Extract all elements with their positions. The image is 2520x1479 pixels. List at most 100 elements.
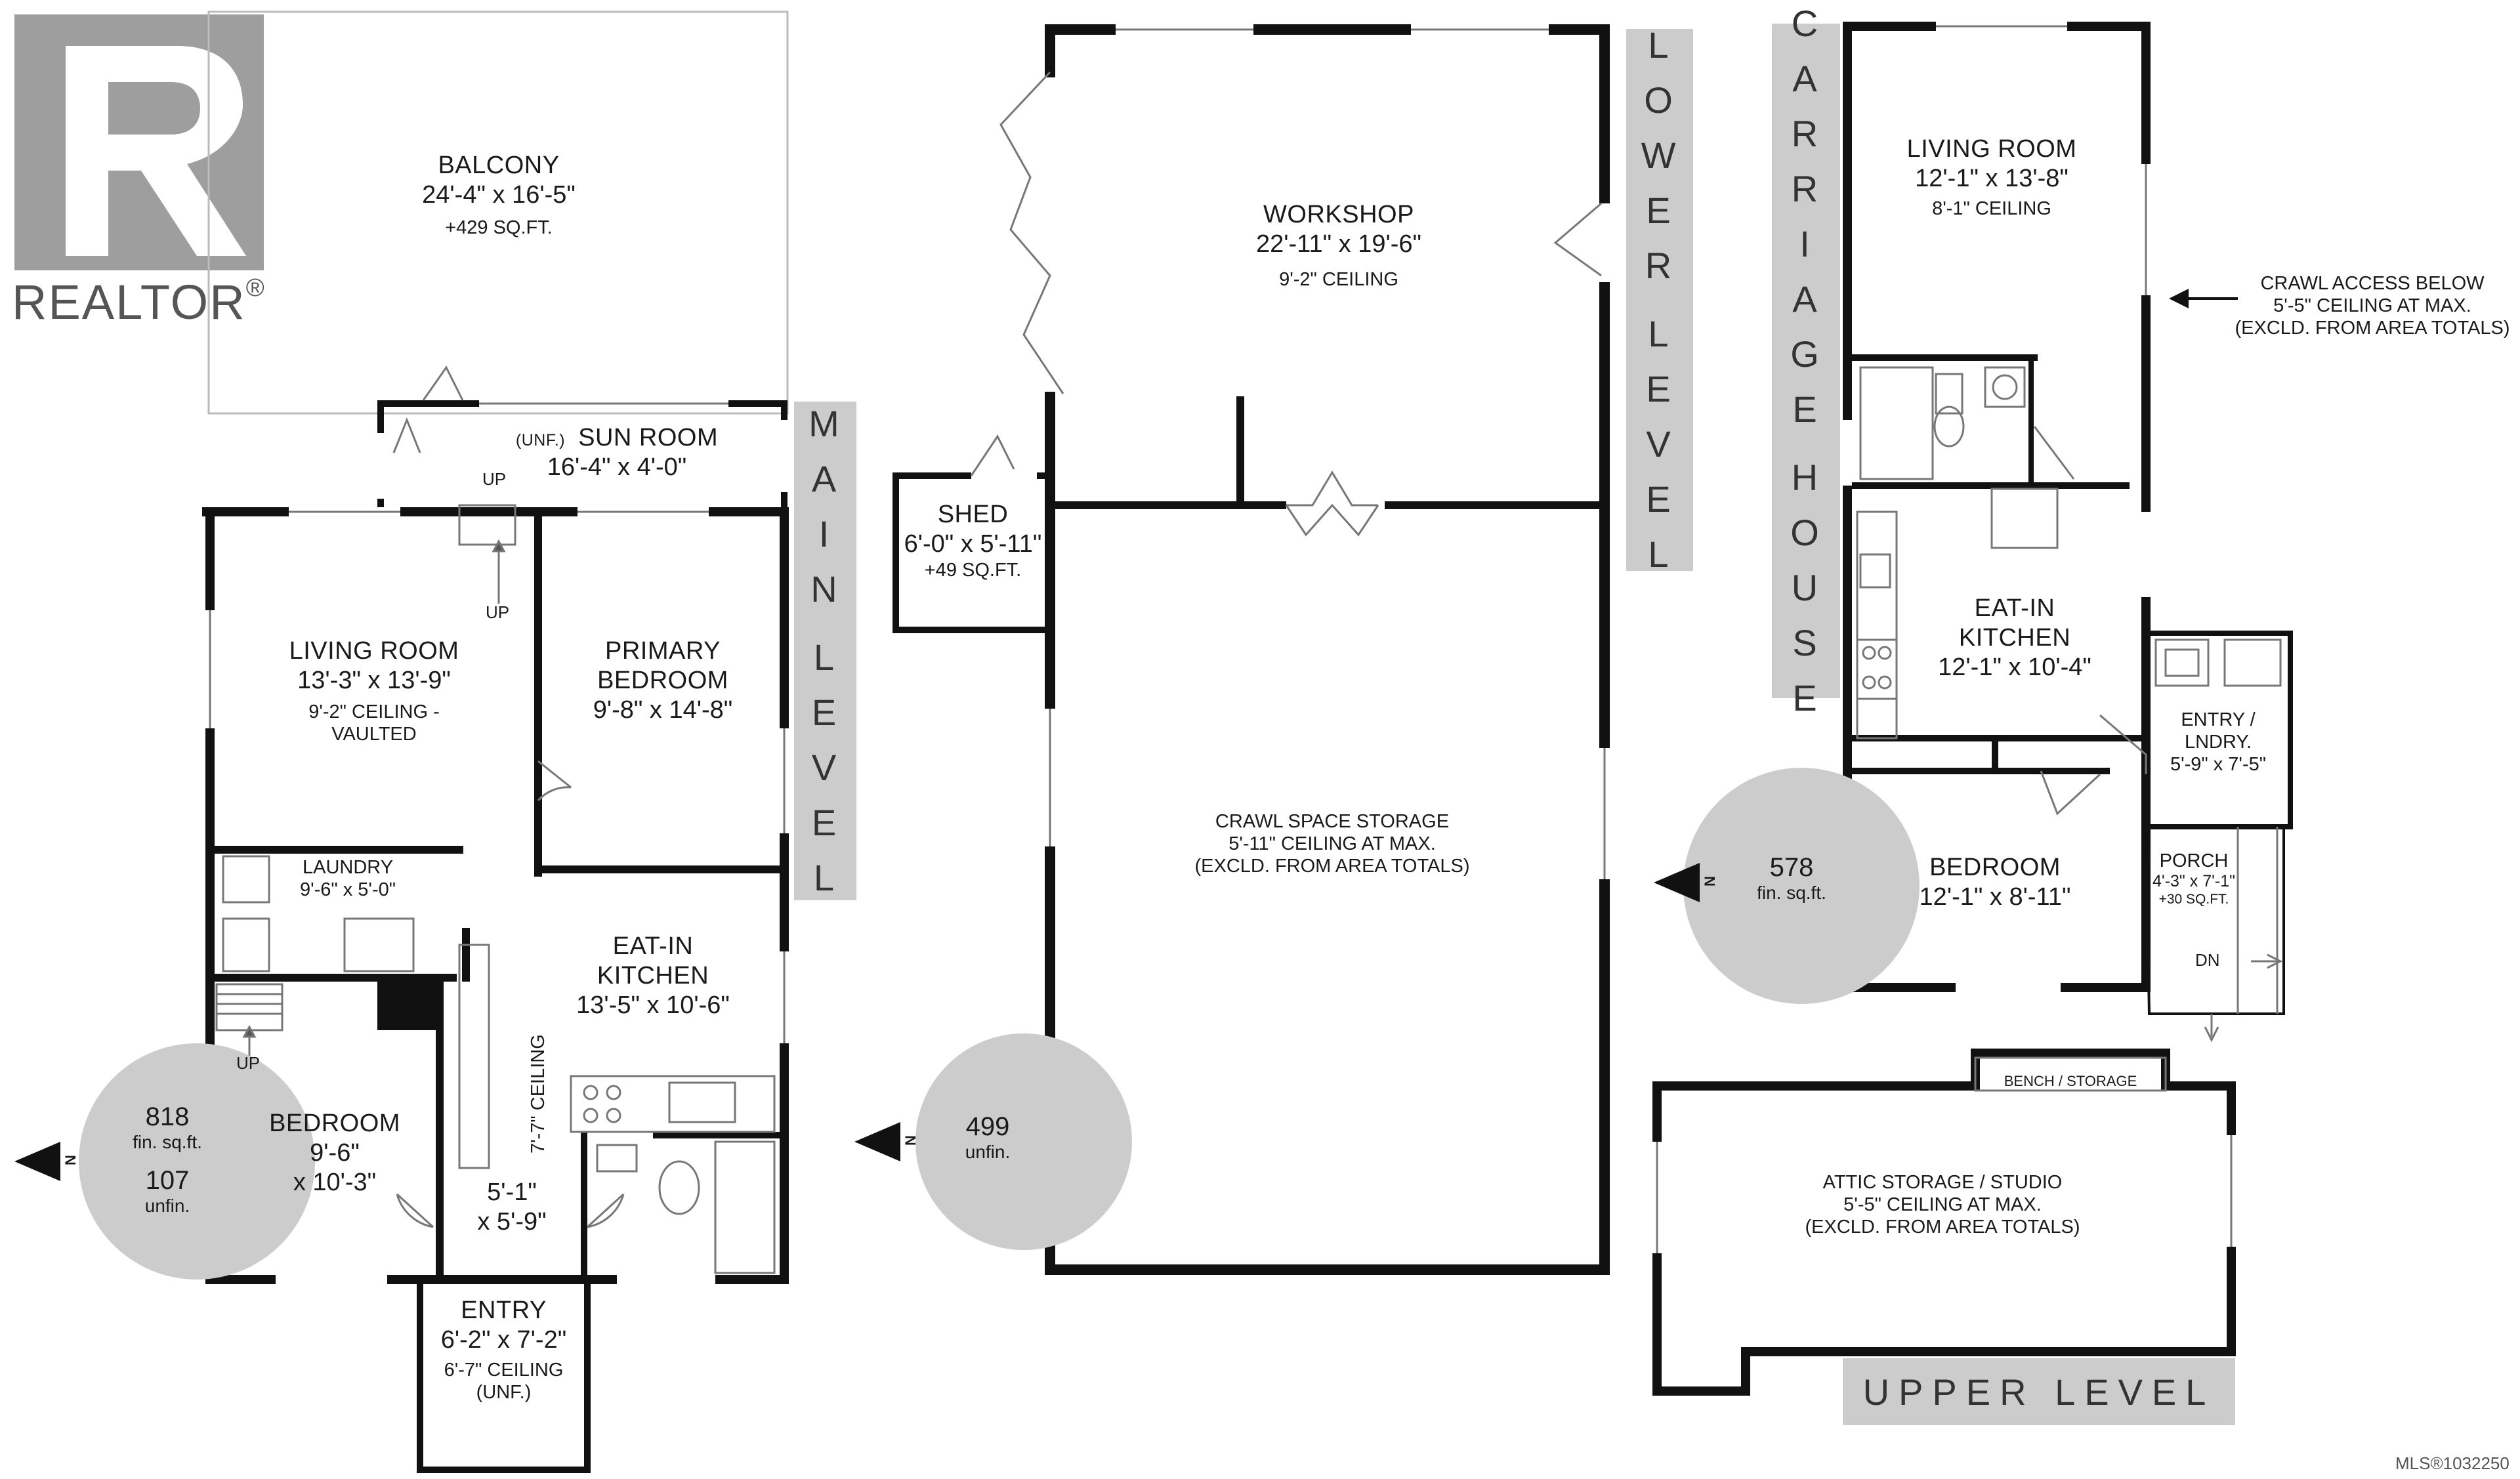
kitchen-main-label: EAT-IN KITCHEN 13'-5" x 10'-6" <box>535 932 771 1020</box>
room-tag: (UNF.) <box>515 431 566 449</box>
hall-label: 5'-1" x 5'-9" <box>446 1178 578 1237</box>
banner-letter: R <box>1791 113 1821 154</box>
crawl-storage-line: 5'-11" CEILING AT MAX. <box>1228 833 1436 855</box>
main-finished-unit: fin. sq.ft. <box>133 1132 202 1152</box>
room-name: BEDROOM <box>269 1110 400 1137</box>
banner-letter: U <box>1791 567 1821 608</box>
banner-letter: R <box>1645 245 1675 286</box>
banner-letter: A <box>1792 58 1820 99</box>
room-dimensions: 9'-6" x 5'-0" <box>299 879 396 901</box>
room-name: LIVING ROOM <box>289 637 459 665</box>
banner-letter: L <box>813 857 837 898</box>
banner-letter: I <box>818 513 832 554</box>
banner-letter: N <box>810 568 840 610</box>
area-circles <box>79 768 1920 1280</box>
room-name: SHED <box>937 501 1009 528</box>
room-note: 8'-1" CEILING <box>1932 198 2051 219</box>
laundry-label: LAUNDRY 9'-6" x 5'-0" <box>259 856 436 901</box>
banner-letter: L <box>1648 533 1671 575</box>
crawl-storage-label: CRAWL SPACE STORAGE 5'-11" CEILING AT MA… <box>1135 810 1529 878</box>
room-dimensions: 9'-6" <box>310 1138 360 1167</box>
sun-room-label: (UNF.)SUN ROOM 16'-4" x 4'-0" <box>479 423 755 482</box>
room-dimensions: x 10'-3" <box>293 1168 377 1196</box>
room-dimensions: 9'-8" x 14'-8" <box>593 696 733 724</box>
room-note: +49 SQ.FT. <box>924 559 1022 581</box>
carriage-area-total: 578 fin. sq.ft. <box>1719 853 1864 904</box>
room-dimensions: 5'-1" <box>487 1178 537 1206</box>
workshop-label: WORKSHOP 22'-11" x 19'-6" 9'-2" CEILING <box>1201 200 1477 291</box>
banner-letter: S <box>1792 622 1820 663</box>
banner-letter: O <box>1790 512 1822 553</box>
banner-letter: E <box>1646 478 1673 520</box>
banner-letter: E <box>1646 368 1673 409</box>
living-room-carriage-label: LIVING ROOM 12'-1" x 13'-8" 8'-1" CEILIN… <box>1870 135 2113 220</box>
banner-letter: L <box>1648 313 1671 354</box>
bedroom-main-label: BEDROOM 9'-6" x 10'-3" <box>249 1109 420 1197</box>
stair-up-label: UP <box>486 602 510 622</box>
attic-line: ATTIC STORAGE / STUDIO <box>1822 1172 2063 1193</box>
lower-unfinished-value: 499 <box>965 1112 1010 1141</box>
stair-down-label: DN <box>2195 950 2220 970</box>
room-dimensions: 13'-5" x 10'-6" <box>576 991 730 1019</box>
mls-number: MLS®1032250 <box>2395 1453 2510 1473</box>
attic-line: 5'-5" CEILING AT MAX. <box>1843 1194 2042 1216</box>
room-dimensions: 13'-3" x 13'-9" <box>297 666 451 694</box>
room-note: 9'-2" CEILING - <box>308 701 440 722</box>
crawl-storage-line: CRAWL SPACE STORAGE <box>1215 811 1450 832</box>
room-name: PORCH <box>2159 850 2229 871</box>
main-closet-solid <box>377 981 440 1030</box>
room-dimensions: 6'-0" x 5'-11" <box>904 530 1042 558</box>
attic-line: (EXCLD. FROM AREA TOTALS) <box>1805 1217 2080 1238</box>
upper-level-banner: UPPER LEVEL <box>1843 1358 2235 1425</box>
room-name: EAT-IN <box>612 932 694 960</box>
banner-letter: I <box>1799 223 1813 264</box>
north-arrow-icon <box>14 863 1700 1181</box>
balcony-outline <box>207 10 789 415</box>
north-letter: N <box>62 1155 79 1165</box>
banner-letter: E <box>1792 677 1820 719</box>
room-dimensions: 5'-9" x 7'-5" <box>2170 754 2267 776</box>
banner-letter: E <box>811 802 839 843</box>
main-finished-value: 818 <box>145 1102 190 1131</box>
banner-letter: C <box>1791 3 1821 44</box>
room-name: BEDROOM <box>1929 854 2061 881</box>
room-note: (UNF.) <box>476 1381 532 1403</box>
carriage-finished-value: 578 <box>1769 853 1814 882</box>
lower-unfinished-unit: unfin. <box>965 1142 1011 1162</box>
north-letter: N <box>902 1135 919 1146</box>
room-name: BALCONY <box>438 152 560 179</box>
banner-letter: E <box>1792 388 1820 430</box>
bench-storage-label: BENCH / STORAGE <box>2004 1073 2137 1089</box>
brand-mark: ® <box>245 274 266 302</box>
room-name: LNDRY. <box>2184 732 2252 753</box>
realtor-logo-icon <box>14 14 264 270</box>
room-name: PRIMARY <box>605 637 721 665</box>
room-dimensions: 4'-3" x 7'-1" <box>2152 872 2235 891</box>
banner-letter: E <box>1646 190 1673 231</box>
room-dimensions: 6'-2" x 7'-2" <box>440 1325 567 1354</box>
room-name: WORKSHOP <box>1263 201 1414 228</box>
room-name: ENTRY / <box>2181 709 2256 730</box>
crawl-storage-line: (EXCLD. FROM AREA TOTALS) <box>1194 856 1470 877</box>
banner-letter: R <box>1791 168 1821 209</box>
brand-name: REALTOR® <box>12 274 266 330</box>
entry-laundry-label: ENTRY / LNDRY. 5'-9" x 7'-5" <box>2152 709 2284 776</box>
room-name: LIVING ROOM <box>1906 135 2077 163</box>
stair-up-label: UP <box>236 1053 261 1073</box>
lower-level-windows <box>971 24 1610 879</box>
crawl-access-arrow-icon <box>2169 289 2238 308</box>
living-room-main-label: LIVING ROOM 13'-3" x 13'-9" 9'-2" CEILIN… <box>243 636 505 745</box>
banner-letter: V <box>811 747 839 788</box>
banner-letter: A <box>1792 278 1820 320</box>
attic-label: ATTIC STORAGE / STUDIO 5'-5" CEILING AT … <box>1759 1171 2126 1239</box>
banner-letter: L <box>1648 24 1671 66</box>
room-note: +30 SQ.FT. <box>2158 891 2229 907</box>
room-note: 9'-2" CEILING <box>1279 268 1398 290</box>
room-name: BEDROOM <box>597 666 728 694</box>
stair-up-label: UP <box>482 469 507 489</box>
room-name: LAUNDRY <box>302 857 394 878</box>
room-name: SUN ROOM <box>578 424 719 451</box>
